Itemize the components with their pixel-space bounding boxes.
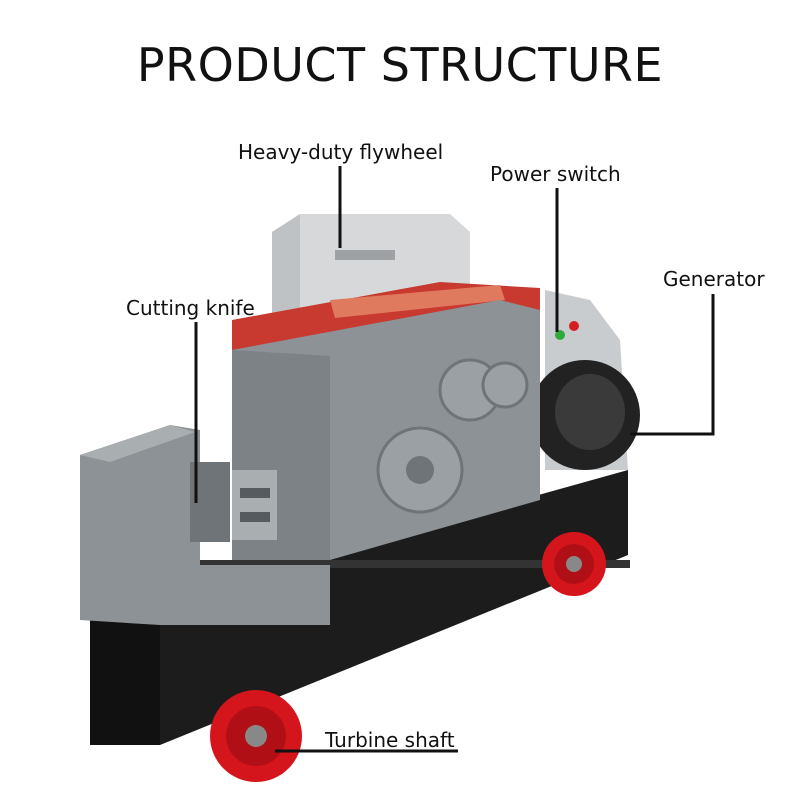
generator-leader <box>630 294 715 436</box>
front-block <box>80 425 330 625</box>
page-title: PRODUCT STRUCTURE <box>136 38 664 92</box>
motor-housing <box>530 290 640 470</box>
turbine-shaft-label: Turbine shaft <box>325 728 455 752</box>
power-switch-label: Power switch <box>490 162 621 186</box>
gearbox-body <box>232 300 540 560</box>
leader-lines <box>194 166 715 753</box>
generator-label: Generator <box>663 267 765 291</box>
flywheel-label: Heavy-duty flywheel <box>238 140 444 164</box>
base-frame <box>90 470 630 745</box>
rear-wheel <box>542 532 606 596</box>
cutting-knife-assembly <box>190 462 277 542</box>
cutting-knife-label: Cutting knife <box>126 296 255 320</box>
front-wheel <box>210 690 302 782</box>
